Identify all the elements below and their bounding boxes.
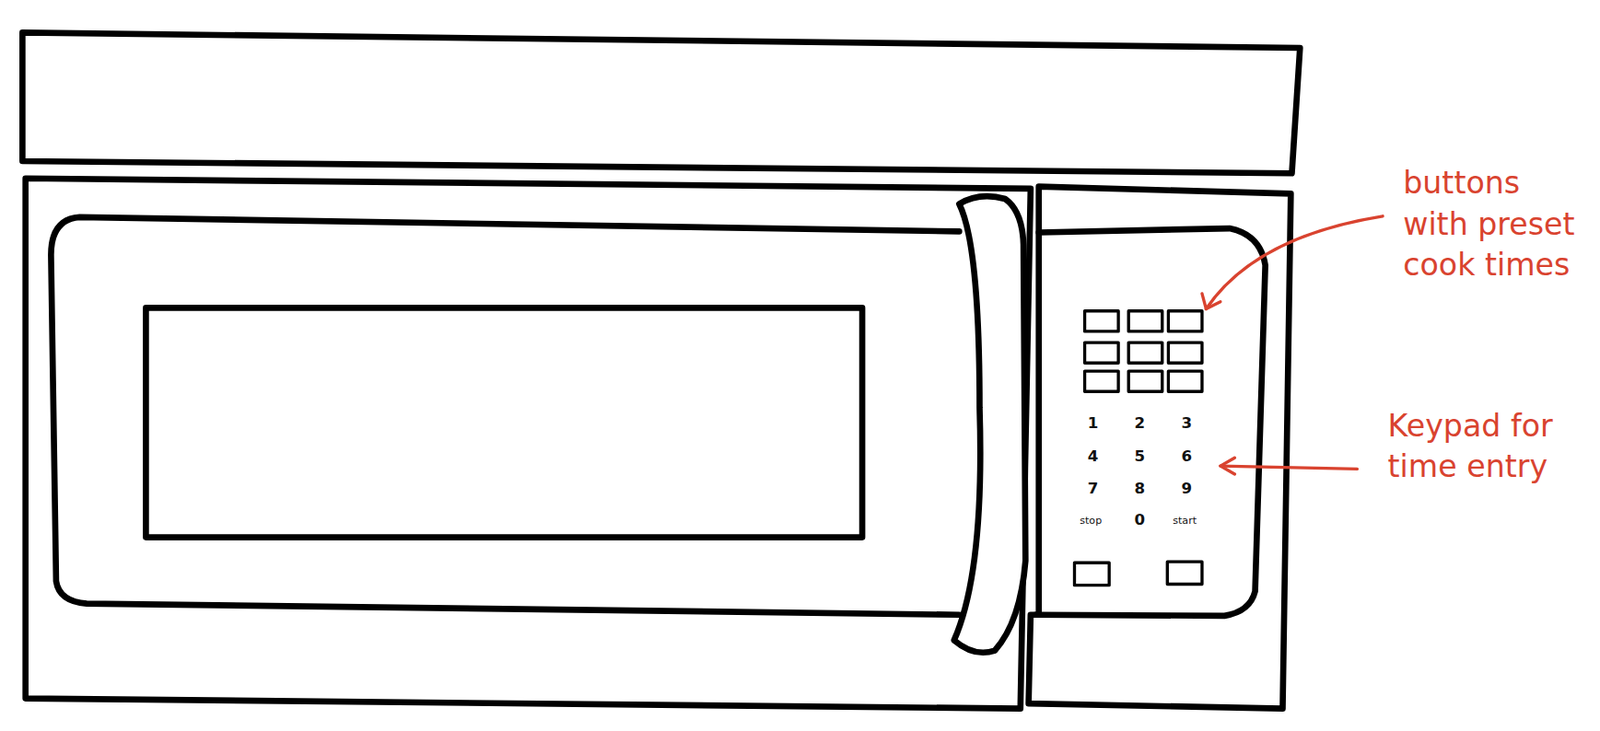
top-vent — [22, 32, 1300, 174]
door-handle — [954, 196, 1027, 654]
key-label: 0 — [1134, 511, 1146, 530]
control-panel — [1035, 228, 1265, 617]
key-label: 1 — [1087, 414, 1099, 433]
door — [50, 217, 959, 616]
preset-buttons — [1085, 311, 1203, 392]
key-label: 6 — [1181, 446, 1193, 466]
key-label: 5 — [1134, 446, 1146, 466]
window — [145, 307, 863, 538]
key-label: 2 — [1134, 414, 1146, 433]
key-label: 8 — [1134, 478, 1146, 498]
key-label: 4 — [1087, 446, 1099, 466]
stop-start-buttons — [1074, 561, 1202, 585]
key-label: 7 — [1087, 478, 1099, 498]
oven-body — [25, 178, 1031, 710]
annotation: buttons with preset cook times — [1402, 163, 1592, 286]
key-label: 9 — [1181, 478, 1193, 498]
key-label: stop — [1079, 514, 1102, 526]
key-label: start — [1172, 514, 1197, 526]
annotation: Keypad for time entry — [1388, 406, 1588, 489]
key-label: 3 — [1181, 414, 1193, 433]
leader-arrows — [1202, 216, 1383, 475]
